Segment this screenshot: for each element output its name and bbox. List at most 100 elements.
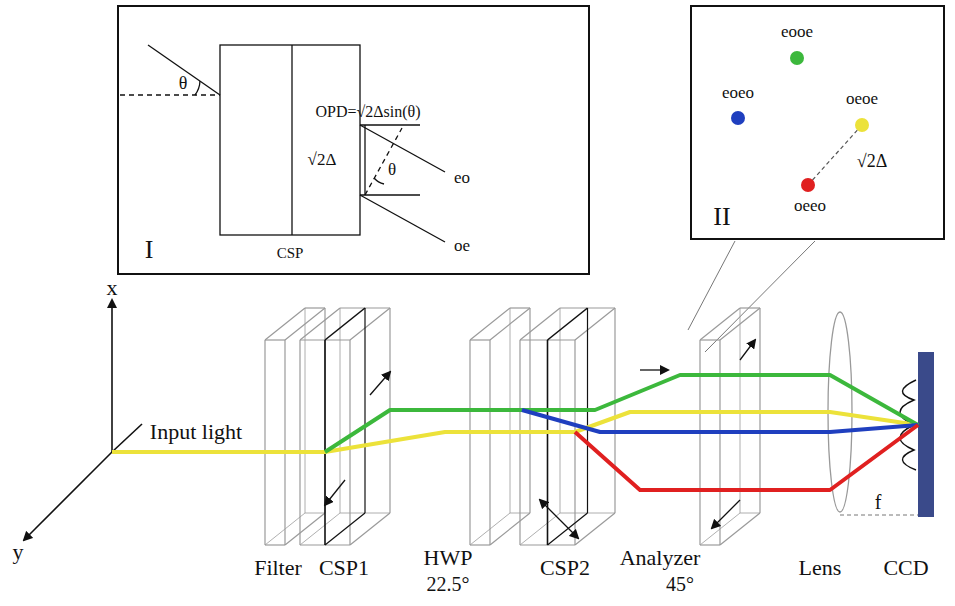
plate-edge: [614, 308, 615, 513]
angle-symbol: θ: [179, 74, 188, 94]
inset-two-drawing: [790, 51, 804, 65]
plate-edge: [299, 340, 300, 545]
part-name: CCD: [883, 556, 928, 580]
formula: OPD=√2Δsin(θ): [315, 103, 420, 121]
part-name: HWP: [424, 546, 473, 570]
plate-edge: [305, 308, 306, 513]
plate-edge: [489, 340, 490, 545]
polarization-arrows: [640, 369, 668, 370]
plate-edge: [284, 340, 285, 545]
axes: [24, 300, 142, 540]
spot-name: oeeo: [794, 197, 826, 216]
plate-edge: [265, 544, 285, 545]
angle-symbol: θ: [388, 161, 396, 180]
polarization-arrows: [740, 340, 755, 360]
plate-edge: [350, 308, 390, 340]
plate-edge: [265, 339, 285, 340]
plate-edge: [264, 340, 265, 545]
plate-edge: [305, 307, 325, 308]
inset-one-drawing: [360, 195, 445, 242]
plate-edge: [364, 308, 365, 513]
plate-edge: [470, 339, 490, 340]
light-beams: [325, 375, 918, 452]
inset-one-drawing: [120, 45, 445, 242]
inset-one-drawing: [195, 81, 200, 95]
plate-edge: [340, 308, 341, 513]
part-name: CSP1: [319, 556, 369, 580]
spot-name: eooe: [781, 23, 813, 42]
plate-edge: [574, 340, 575, 545]
plate-edge: [740, 513, 760, 514]
inset-one-drawing: [374, 178, 384, 184]
plate-edge: [548, 513, 588, 545]
angle-value: 45°: [666, 573, 694, 595]
lens-and-ccd: [918, 352, 934, 517]
polarization-arrows: [325, 340, 755, 538]
plate-edge: [490, 308, 530, 340]
inset-one-drawing: [120, 94, 220, 95]
inset-one-drawing: [220, 45, 360, 235]
ray-name: eo: [454, 169, 470, 188]
part-name: CSP2: [540, 556, 590, 580]
part-name: Analyzer: [620, 546, 701, 570]
inset-two-drawing: [801, 178, 815, 192]
plate-edge: [300, 308, 340, 340]
leader-lines: [688, 241, 815, 352]
polarization-arrows: [560, 520, 578, 538]
plate-edge: [469, 340, 470, 545]
plate-edge: [470, 544, 490, 545]
inset-one-drawing: [365, 128, 402, 195]
panel-number: II: [713, 203, 730, 232]
part-name: Lens: [799, 556, 842, 580]
polarization-arrows: [540, 500, 560, 520]
dimension: f: [875, 491, 882, 513]
light-beams: [575, 425, 918, 490]
plate-edge: [700, 544, 720, 545]
spot-name: oeoe: [846, 90, 878, 109]
lens-and-ccd: [840, 515, 918, 516]
inset-one-drawing: [360, 194, 420, 195]
axes: [24, 452, 112, 540]
axes: [111, 300, 113, 452]
leader-lines: [688, 241, 735, 330]
inset-two-drawing: [731, 111, 745, 125]
plate-edge: [349, 340, 350, 545]
plate-edge: [740, 307, 760, 308]
plate-edge: [490, 513, 530, 545]
plate-edge: [325, 308, 365, 340]
plate-edge: [719, 340, 720, 545]
dimension: √2Δ: [857, 152, 887, 172]
plate-edge: [285, 308, 325, 340]
panel-number: I: [145, 236, 154, 265]
plate-edge: [700, 513, 740, 545]
inset-one-drawing: [291, 45, 292, 235]
plate-edge: [519, 340, 520, 545]
plate-edge: [325, 513, 365, 545]
plate-edge: [700, 308, 740, 340]
part-name: CSP: [277, 245, 304, 262]
part-name: Filter: [254, 556, 302, 580]
polarization-arrows: [370, 372, 390, 395]
axis-name: y: [13, 540, 24, 564]
inset-two-drawing: [855, 118, 869, 132]
inset-two-drawing: [808, 125, 862, 185]
inset-two-drawing: [731, 51, 869, 192]
plate-edge: [265, 513, 305, 545]
inset-panel: I: [117, 5, 590, 275]
plate-edge: [548, 308, 588, 340]
plate-edge: [470, 308, 510, 340]
dimension: √2Δ: [308, 151, 337, 170]
plate-edge: [300, 513, 340, 545]
polarization-arrows: [712, 500, 740, 528]
spot-name: eoeo: [722, 84, 754, 103]
inset-one-drawing: [148, 45, 220, 95]
plate-edge: [547, 340, 549, 545]
inset-one-drawing: [360, 125, 445, 172]
ray-name: oe: [454, 237, 470, 256]
plate-edge: [265, 308, 305, 340]
inset-one-drawing: [364, 125, 365, 195]
angle-value: 22.5°: [427, 573, 470, 595]
plate-edge: [699, 340, 700, 545]
plate-edge: [305, 513, 325, 514]
